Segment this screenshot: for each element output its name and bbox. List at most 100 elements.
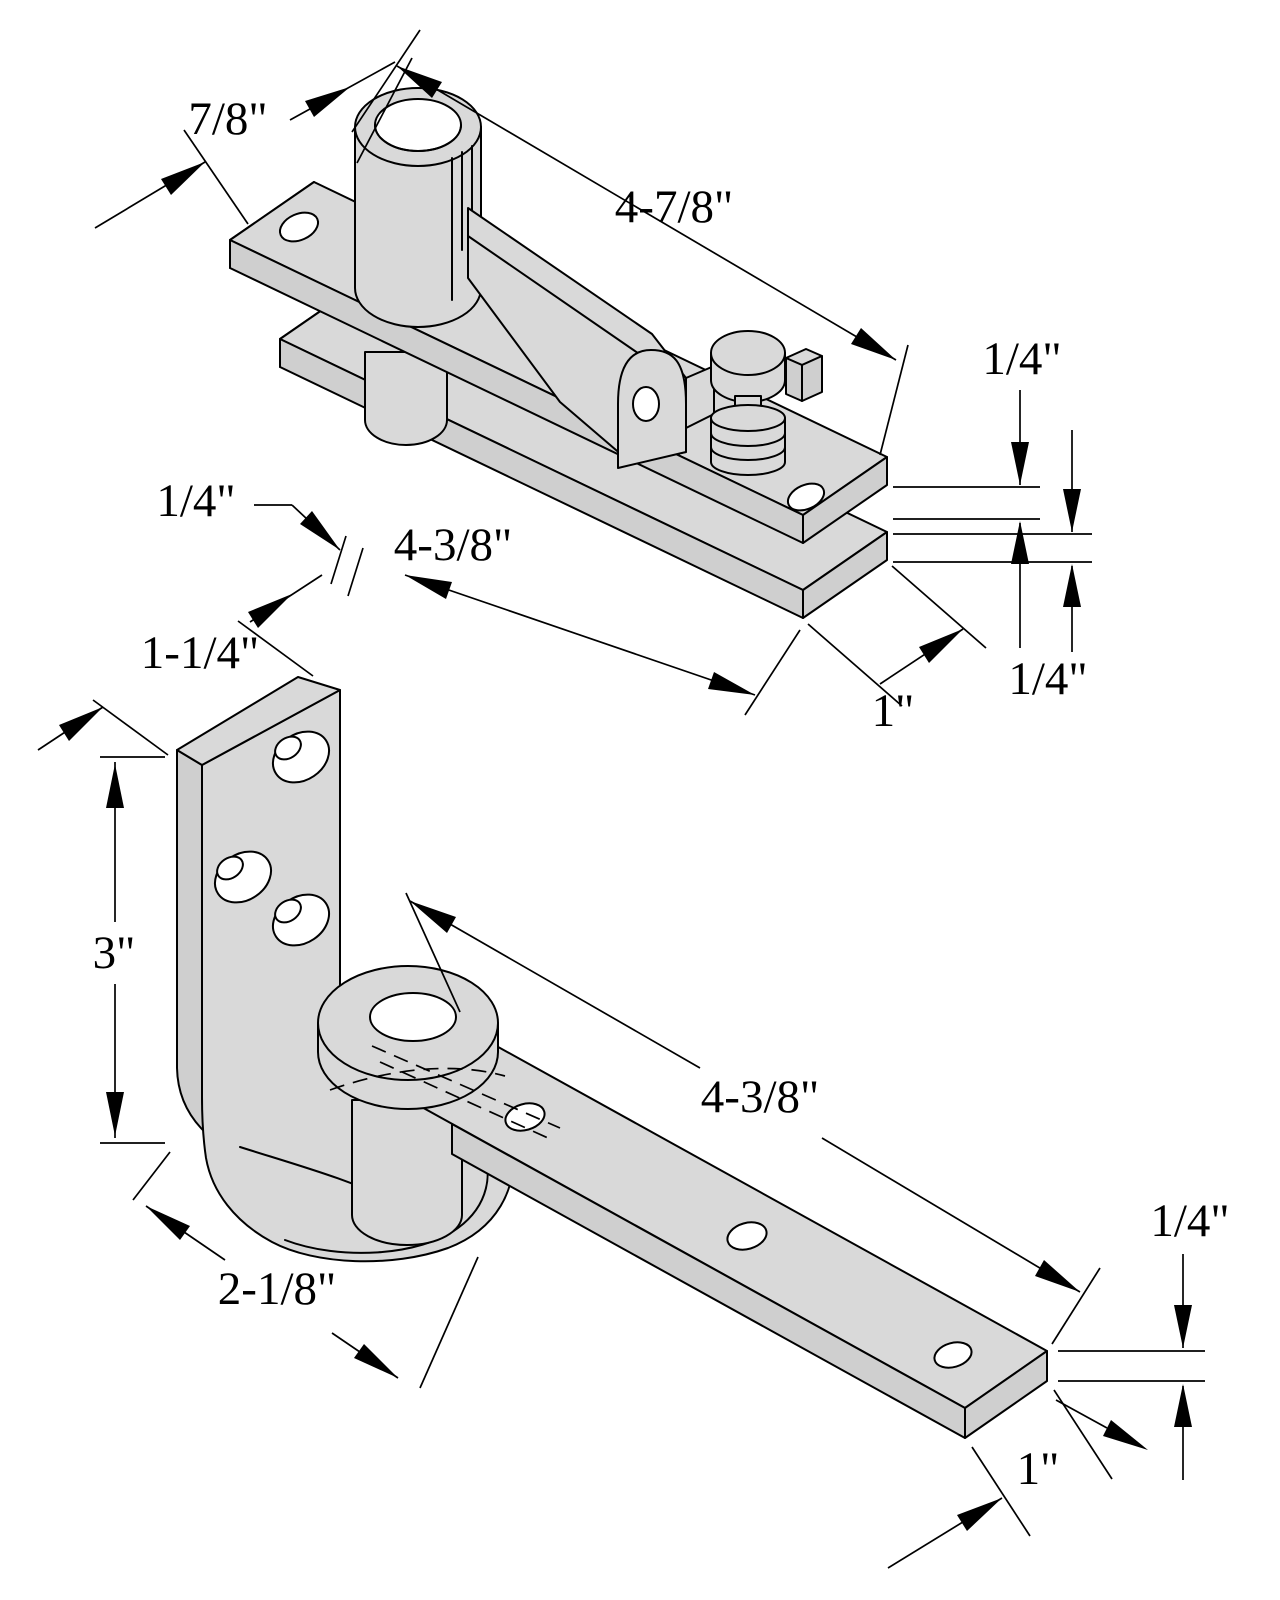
dim-bottom-arm-length: 4-3/8" xyxy=(405,892,1101,1345)
ext-line xyxy=(356,57,413,164)
top-pivot-pin xyxy=(364,351,448,446)
dim-label-bottom-arm-thickness: 1/4" xyxy=(1150,1195,1229,1247)
arrowhead xyxy=(1063,489,1081,532)
dim-top-door-plate-length: 4-3/8" xyxy=(394,519,801,716)
bottom-pivot-assembly xyxy=(176,676,1048,1439)
stop-tab-front xyxy=(801,355,823,402)
dim-label-top-overall-length: 4-7/8" xyxy=(615,181,733,233)
l-bracket-top-edge-face xyxy=(176,676,341,766)
ext-line xyxy=(183,129,249,225)
bottom-pivot-arm-eye xyxy=(317,965,499,1110)
ext-line xyxy=(879,344,909,456)
dim-line xyxy=(1055,1399,1108,1429)
dim-bottom-arm-thickness: 1/4" xyxy=(1058,1195,1230,1480)
frame-plate-screw-hole-left xyxy=(278,211,320,243)
arm-eye-hole xyxy=(369,992,457,1042)
arrowhead xyxy=(1103,1420,1148,1450)
dim-top-gap: 1/4" xyxy=(156,475,364,597)
dim-top-door-plate-thickness: 1/4" xyxy=(893,430,1092,705)
arrowhead xyxy=(397,66,442,98)
dim-top-plate-width: 1" xyxy=(807,565,987,737)
door-arm-end-face xyxy=(964,1350,1048,1439)
ext-line xyxy=(744,629,801,716)
dim-line xyxy=(404,574,756,696)
arrowhead xyxy=(405,575,452,599)
ext-line xyxy=(971,1446,1031,1537)
top-pivot-assembly xyxy=(229,87,888,619)
arrowhead xyxy=(1011,442,1029,485)
arrowhead xyxy=(851,328,896,360)
door-arm-hole-2 xyxy=(726,1221,768,1251)
post-body xyxy=(354,126,482,328)
dim-label-bottom-arm-width: 1" xyxy=(1017,1443,1060,1495)
top-pivot-adjusting-screw xyxy=(710,330,786,476)
top-pivot-stop-tab xyxy=(785,348,823,402)
ext-line xyxy=(132,1151,171,1201)
bottom-pivot-hidden-edges xyxy=(329,1045,561,1139)
screw-nut-top xyxy=(710,404,786,432)
stop-tab-left xyxy=(785,357,803,402)
dim-top-post-diameter: 7/8" xyxy=(94,57,413,229)
dim-top-plate-thickness: 1/4" xyxy=(893,333,1062,648)
top-pivot-clevis-lug xyxy=(617,349,715,469)
frame-plate-end-face xyxy=(802,456,888,544)
dim-label-top-door-plate-thickness: 1/4" xyxy=(1008,653,1087,705)
arrowhead xyxy=(300,511,340,550)
dim-line xyxy=(821,1137,1081,1293)
hidden-hub-edge xyxy=(371,1045,561,1129)
arrowhead xyxy=(1063,564,1081,607)
dim-bottom-bracket-height: 3" xyxy=(93,756,165,1144)
countersink-hole-2-inner xyxy=(216,855,244,881)
arrowhead xyxy=(1011,521,1029,564)
bottom-pivot-door-arm xyxy=(399,1037,1048,1439)
ext-line xyxy=(891,565,987,649)
l-bracket-countersunk-holes xyxy=(214,730,330,947)
arrowhead xyxy=(708,672,755,695)
arrowhead xyxy=(1174,1384,1192,1427)
dim-bottom-foot-length: 2-1/8" xyxy=(132,1151,479,1389)
adjuster-arm-crease xyxy=(467,235,649,361)
clevis-lug-hole xyxy=(632,386,660,422)
arrowhead xyxy=(146,1206,190,1240)
dim-label-bottom-bracket-width: 1-1/4" xyxy=(141,627,259,679)
screw-cap-top xyxy=(710,330,786,376)
ext-line xyxy=(237,620,314,677)
ext-line xyxy=(1051,1267,1101,1345)
dim-label-top-plate-thickness: 1/4" xyxy=(982,333,1061,385)
arrowhead xyxy=(1035,1260,1080,1292)
hidden-hub-edge-2 xyxy=(379,1061,549,1139)
countersink-hole-3-inner xyxy=(274,898,302,924)
ext-line xyxy=(419,1256,479,1389)
door-plate-end-face xyxy=(802,531,888,619)
dim-top-overall-length: 4-7/8" xyxy=(351,29,909,456)
arrowhead xyxy=(59,707,103,741)
arrowhead xyxy=(305,87,350,117)
dim-line xyxy=(396,65,897,361)
ext-line xyxy=(405,892,461,1013)
arrowhead xyxy=(957,1498,1002,1531)
dimensions: 7/8" 4-7/8" 1/4" xyxy=(37,29,1230,1569)
dim-label-bottom-foot-length: 2-1/8" xyxy=(218,1263,336,1315)
arrowhead xyxy=(161,162,205,195)
ext-line xyxy=(807,623,903,707)
dim-line xyxy=(409,900,701,1069)
dim-bottom-bracket-width: 1-1/4" xyxy=(37,574,323,756)
dim-label-top-door-plate-length: 4-3/8" xyxy=(394,519,512,571)
arrowhead xyxy=(106,1092,124,1136)
bottom-pivot-hub xyxy=(351,1099,463,1246)
arrowhead xyxy=(919,629,963,663)
top-pivot-post xyxy=(354,87,482,328)
dim-label-bottom-bracket-height: 3" xyxy=(93,927,136,979)
arrowhead xyxy=(410,901,456,933)
gap-tick xyxy=(330,535,347,585)
ext-line xyxy=(351,29,421,133)
frame-plate-screw-hole-right xyxy=(786,482,826,512)
ext-line xyxy=(92,699,169,756)
dim-label-top-gap: 1/4" xyxy=(156,475,235,527)
arrowhead xyxy=(354,1344,398,1378)
dim-label-bottom-arm-length: 4-3/8" xyxy=(701,1071,819,1123)
arrowhead xyxy=(1174,1305,1192,1348)
dim-bottom-arm-width: 1" xyxy=(887,1389,1148,1569)
